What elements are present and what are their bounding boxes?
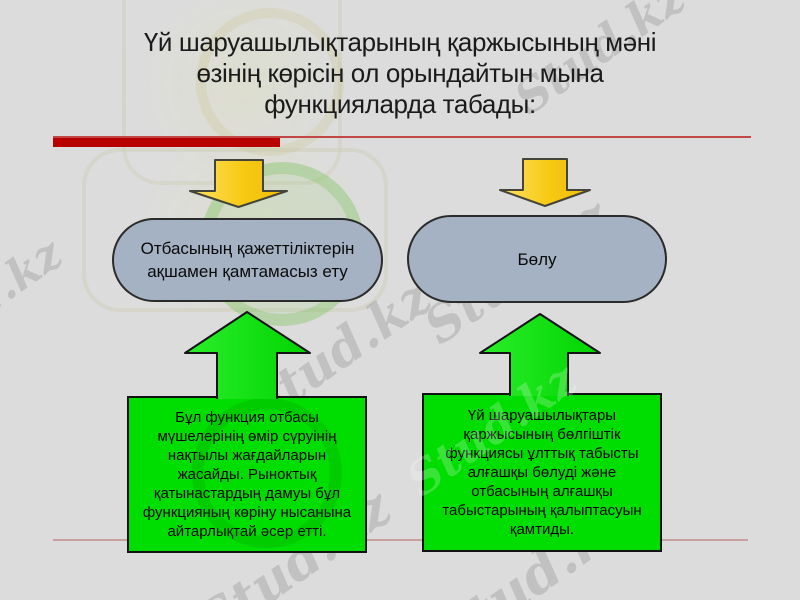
slide-title: Үй шаруашылықтарының қаржысының мәні өзі… — [48, 27, 752, 120]
title-accent-bar — [53, 138, 280, 147]
slide-title-line: Үй шаруашылықтарының қаржысының мәні — [143, 27, 657, 57]
detail-box-right: Үй шаруашылықтары қаржысының бөлгіштік ф… — [422, 393, 662, 552]
node-label: Бөлу — [517, 249, 557, 269]
title-underline — [53, 136, 751, 138]
slide-title-line: өзінің көрісін ол орындайтын мына — [196, 58, 604, 88]
watermark-logo-circle — [196, 8, 344, 156]
detail-text: Бұл функция отбасы мүшелерінің өмір сүру… — [142, 409, 352, 540]
footer-line — [53, 539, 748, 541]
watermark-text: Stud.kz — [0, 228, 72, 377]
slide-title-line: функцияларда табады: — [264, 89, 536, 119]
detail-text: Үй шаруашылықтары қаржысының бөлгіштік ф… — [442, 407, 642, 538]
detail-box-left: Бұл функция отбасы мүшелерінің өмір сүру… — [127, 396, 367, 553]
node-provide-needs: Отбасының қажеттіліктерін ақшамен қамтам… — [112, 218, 383, 302]
node-distribution: Бөлу — [407, 215, 667, 303]
node-label: Отбасының қажеттіліктерін ақшамен қамтам… — [140, 239, 355, 281]
